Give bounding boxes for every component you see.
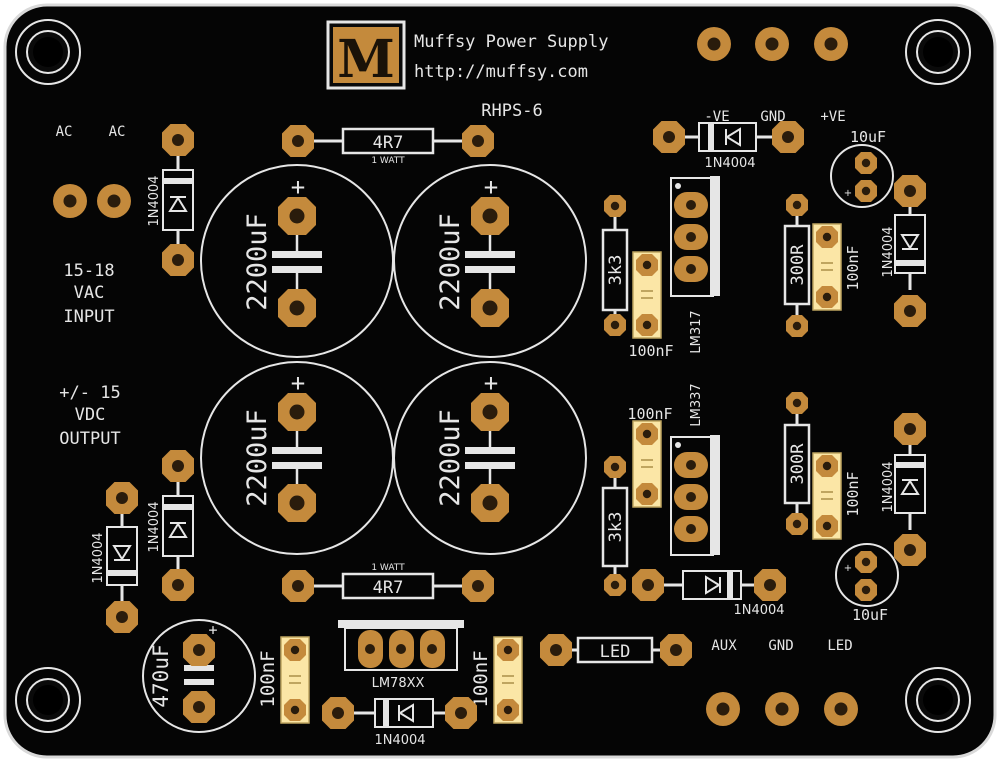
label-gnd-bottom: GND bbox=[768, 638, 793, 654]
cap-2200uf-2-label: 2200uF bbox=[435, 213, 466, 311]
label-input-line2: VAC bbox=[74, 283, 105, 303]
capacitor-10uf-top bbox=[830, 144, 894, 208]
diode-bridge-top bbox=[162, 124, 194, 276]
diode-bridge-bottom-label: 1N4004 bbox=[147, 501, 162, 552]
cap-100nf-5-label: 100nF bbox=[844, 245, 862, 290]
resistor-3k3-top bbox=[601, 195, 629, 336]
terminal-gnd-top[interactable] bbox=[755, 27, 789, 61]
cap-2200uf-1-label: 2200uF bbox=[242, 213, 273, 311]
diode-neg-top bbox=[653, 121, 804, 153]
label-aux: AUX bbox=[711, 638, 737, 654]
resistor-led bbox=[540, 634, 692, 666]
capacitor-100nf-right-bottom bbox=[812, 452, 842, 540]
regulator-lm78xx bbox=[338, 620, 464, 671]
cap-100nf-3-label: 100nF bbox=[628, 342, 673, 360]
res-3k3-bottom-label: 3k3 bbox=[606, 512, 626, 543]
label-ac-left: AC bbox=[56, 124, 73, 140]
cap-100nf-6-label: 100nF bbox=[844, 471, 862, 516]
res-300r-bottom-label: 300R bbox=[788, 443, 808, 485]
diode-right-bottom bbox=[894, 413, 926, 566]
cap-100nf-1-label: 100nF bbox=[257, 650, 279, 707]
label-output-line3: OUTPUT bbox=[59, 429, 120, 449]
label-neg-ve: -VE bbox=[704, 109, 729, 125]
diode-far-left-label: 1N4004 bbox=[91, 532, 106, 583]
terminal-aux[interactable] bbox=[706, 692, 740, 726]
regulator-lm337 bbox=[670, 435, 720, 556]
resistor-3k3-bottom bbox=[601, 456, 629, 596]
cap-470uf-label: 470uF bbox=[149, 644, 173, 707]
muffsy-logo: M bbox=[326, 20, 406, 90]
diode-bridge-top-label: 1N4004 bbox=[147, 175, 162, 226]
label-output-line2: VDC bbox=[75, 405, 106, 425]
regulator-lm317 bbox=[670, 176, 720, 297]
reg-lm317-label: LM317 bbox=[689, 310, 704, 353]
diode-neg-top-label: 1N4004 bbox=[704, 156, 755, 171]
terminal-led[interactable] bbox=[824, 692, 858, 726]
capacitor-2200uf-bottom-right: + bbox=[393, 361, 587, 555]
resistor-4r7-bottom bbox=[282, 570, 494, 602]
svg-text:+: + bbox=[208, 621, 217, 639]
cap-10uf-top-label: 10uF bbox=[850, 128, 886, 146]
diode-right-bottom-label: 1N4004 bbox=[881, 461, 896, 512]
board-url: http://muffsy.com bbox=[414, 62, 588, 82]
capacitor-100nf-lm317 bbox=[632, 251, 662, 339]
cap-10uf-bottom-plus: + bbox=[844, 563, 852, 574]
capacitor-100nf-lm78-left bbox=[280, 636, 310, 724]
res-top-value: 4R7 bbox=[373, 133, 404, 153]
res-3k3-top-label: 3k3 bbox=[606, 255, 626, 286]
diode-right-top bbox=[894, 175, 926, 327]
diode-lm78 bbox=[322, 697, 477, 729]
cap-100nf-4-label: 100nF bbox=[627, 405, 672, 423]
capacitor-10uf-bottom bbox=[835, 543, 899, 607]
led-resistor-label: LED bbox=[600, 642, 631, 662]
cap-10uf-bottom-label: 10uF bbox=[852, 606, 888, 624]
cap-100nf-2-label: 100nF bbox=[470, 650, 492, 707]
res-top-rating: 1 WATT bbox=[371, 156, 405, 166]
terminal-ac-left[interactable] bbox=[53, 184, 87, 218]
diode-far-left bbox=[106, 482, 138, 633]
cap-2200uf-3-label: 2200uF bbox=[242, 409, 273, 507]
svg-text:+: + bbox=[484, 173, 498, 201]
capacitor-470uf: + bbox=[142, 619, 256, 733]
board-title: Muffsy Power Supply bbox=[414, 32, 608, 52]
capacitor-100nf-lm78-right bbox=[493, 636, 523, 724]
capacitor-2200uf-top-right: + bbox=[393, 164, 587, 358]
svg-text:+: + bbox=[291, 173, 305, 201]
svg-text:+: + bbox=[484, 369, 498, 397]
svg-text:+: + bbox=[291, 369, 305, 397]
label-input-line1: 15-18 bbox=[63, 261, 114, 281]
diode-lm78-label: 1N4004 bbox=[374, 733, 425, 748]
label-ac-right: AC bbox=[109, 124, 126, 140]
board-model: RHPS-6 bbox=[481, 101, 542, 121]
resistor-4r7-top bbox=[282, 125, 494, 157]
terminal-pos-ve[interactable] bbox=[814, 27, 848, 61]
logo-letter: M bbox=[337, 29, 395, 90]
diode-right-top-label: 1N4004 bbox=[881, 226, 896, 277]
reg-lm78xx-label: LM78XX bbox=[372, 676, 425, 691]
resistor-300r-top bbox=[783, 194, 811, 337]
res-bottom-rating: 1 WATT bbox=[371, 563, 405, 573]
label-led: LED bbox=[827, 638, 852, 654]
label-pos-ve: +VE bbox=[820, 109, 845, 125]
res-300r-top-label: 300R bbox=[788, 244, 808, 286]
resistor-300r-bottom bbox=[783, 392, 811, 535]
diode-lm337 bbox=[632, 569, 786, 601]
cap-2200uf-4-label: 2200uF bbox=[435, 409, 466, 507]
label-output-line1: +/- 15 bbox=[59, 383, 120, 403]
label-input-line3: INPUT bbox=[63, 307, 114, 327]
diode-lm337-label: 1N4004 bbox=[733, 603, 784, 618]
capacitor-100nf-lm337 bbox=[632, 420, 662, 508]
label-gnd-top: GND bbox=[760, 109, 785, 125]
terminal-ac-right[interactable] bbox=[97, 184, 131, 218]
res-bottom-value: 4R7 bbox=[373, 578, 404, 598]
cap-10uf-top-plus: + bbox=[844, 188, 852, 199]
terminal-neg-ve[interactable] bbox=[697, 27, 731, 61]
reg-lm337-label: LM337 bbox=[689, 383, 704, 426]
terminal-gnd-bottom[interactable] bbox=[765, 692, 799, 726]
board-substrate bbox=[3, 3, 997, 759]
diode-bridge-bottom bbox=[162, 450, 194, 601]
capacitor-100nf-right-top bbox=[812, 223, 842, 311]
